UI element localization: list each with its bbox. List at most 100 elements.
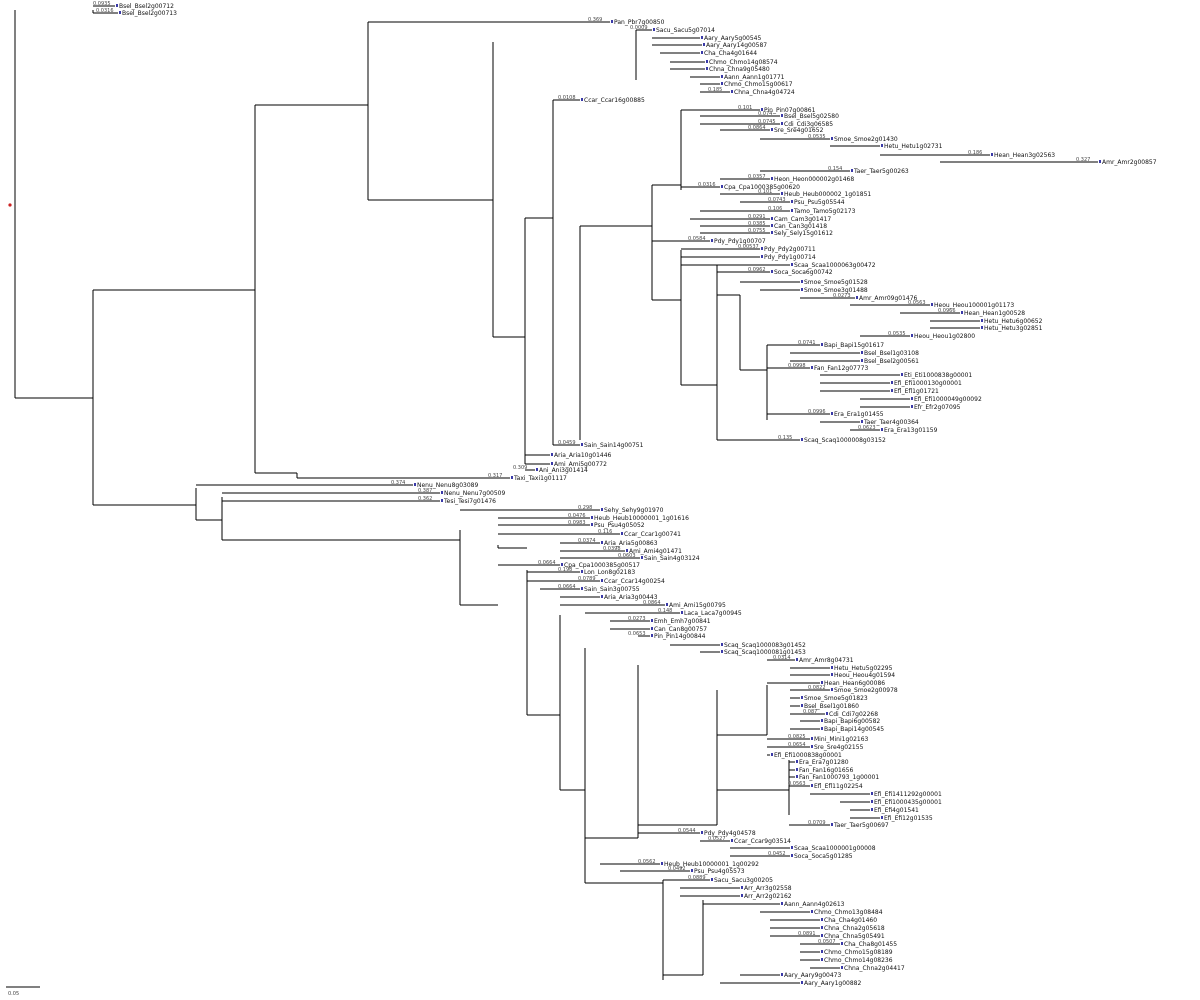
leaf-marker (511, 476, 513, 479)
leaf-marker (681, 611, 683, 614)
leaf-marker (711, 239, 713, 242)
leaf-marker (861, 351, 863, 354)
leaf-marker (881, 816, 883, 819)
leaf-label: Taxi_Taxi1g01117 (513, 475, 567, 482)
leaf-label: Efl_Efl1g01721 (894, 388, 939, 395)
leaf-marker (701, 36, 703, 39)
branch-support-value: 0.309 (513, 465, 527, 471)
leaf-marker (821, 918, 823, 921)
tree-leaf: Chna_Chna9g05480 (706, 66, 770, 73)
tree-leaf: Smoe_Smoe5g01823 (801, 695, 868, 702)
leaf-marker (1099, 160, 1101, 163)
leaf-marker (911, 334, 913, 337)
leaf-label: Smoe_Smoe3g01488 (804, 287, 868, 294)
leaf-marker (721, 650, 723, 653)
branch-support-value: 0.0374 (578, 538, 596, 544)
leaf-label: Cha_Cha4g01460 (824, 917, 877, 924)
leaf-label: Ami_Ami15g00795 (669, 602, 726, 609)
leaf-marker (781, 973, 783, 976)
leaf-label: Ccar_Ccar16g00885 (584, 97, 645, 104)
branch-support-value: 0.327 (1076, 157, 1090, 163)
branch-support-value: 0.087 (803, 709, 817, 715)
leaf-label: Bapi_Bapi14g00545 (824, 726, 884, 733)
leaf-label: Eti_Eti1000838g00001 (904, 372, 972, 379)
leaf-marker (761, 108, 763, 111)
leaf-marker (861, 359, 863, 362)
leaf-marker (741, 894, 743, 897)
branch-support-value: 0.0314 (773, 655, 791, 661)
tree-leaf: Taer_Taer4g00364 (861, 419, 919, 426)
branch-support-value: 0.374 (391, 480, 405, 486)
branch-support-value: 0.0709 (808, 820, 826, 826)
leaf-marker (811, 366, 813, 369)
leaf-label: Sre_Sre4g01652 (774, 127, 824, 134)
leaf-marker (821, 934, 823, 937)
leaf-label: Scaa_Scaa1000001g00008 (794, 845, 876, 852)
leaf-marker (581, 570, 583, 573)
leaf-marker (981, 319, 983, 322)
leaf-label: Hetu_Hetu5g02295 (834, 665, 893, 672)
tree-leaf: Hetu_Hetu5g02295 (831, 665, 893, 672)
branch-support-value: 0.0544 (678, 828, 696, 834)
leaf-label: Bsel_Bsel1g03108 (864, 350, 919, 357)
leaf-label: Bsel_Bsel2g00712 (119, 3, 174, 10)
leaf-label: Pdy_Pdy1g00707 (714, 238, 766, 245)
leaf-label: Laca_Laca7g00945 (684, 610, 742, 617)
branch-support-value: 0.0966 (938, 308, 956, 314)
leaf-marker (811, 784, 813, 787)
branch-support-value: 0.0603 (618, 553, 636, 559)
leaf-label: Soca_Soca6g00742 (774, 269, 833, 276)
branch-support-value: 0.0357 (748, 174, 766, 180)
leaf-marker (781, 114, 783, 117)
branch-support-value: 0.116 (598, 529, 612, 535)
leaf-marker (626, 549, 628, 552)
leaf-marker (721, 75, 723, 78)
leaf-label: Hetu_Hetu3g02851 (984, 325, 1043, 332)
branch-support-value: 0.0891 (798, 931, 816, 937)
leaf-label: Ccar_Ccar9g03514 (734, 838, 791, 845)
leaf-marker (601, 579, 603, 582)
leaf-marker (901, 373, 903, 376)
leaf-label: Efi_Efi12g01535 (884, 815, 933, 822)
leaf-marker (651, 627, 653, 630)
leaf-marker (991, 153, 993, 156)
leaf-marker (581, 587, 583, 590)
leaf-label: Heub_Heub10000001_1g01616 (594, 515, 689, 522)
branch-support-value: 0.0623 (858, 425, 876, 431)
scale-bar: 0.05 (6, 986, 40, 997)
tree-leaf: Chmo_Chmo15g00617 (721, 81, 793, 88)
leaf-marker (801, 981, 803, 984)
scale-bar-label: 0.05 (8, 991, 19, 997)
tree-leaf: Chmo_Chmo14g08236 (821, 957, 893, 964)
branch-support-value: 0.0755 (748, 228, 766, 234)
branch-support-value: 0.387 (418, 488, 432, 494)
leaf-marker (791, 263, 793, 266)
tree-leaf: Smoe_Smoe5g01528 (801, 279, 868, 286)
leaf-label: Efi_Efi1000130g00001 (894, 380, 962, 387)
leaf-marker (796, 775, 798, 778)
leaf-label: Sehy_Sehy9g01970 (604, 507, 664, 514)
branch-support-value: 0.0998 (788, 363, 806, 369)
leaf-marker (801, 288, 803, 291)
leaf-label: Cha_Cha8g01455 (844, 941, 897, 948)
branch-support-value: 0.0108 (558, 95, 576, 101)
